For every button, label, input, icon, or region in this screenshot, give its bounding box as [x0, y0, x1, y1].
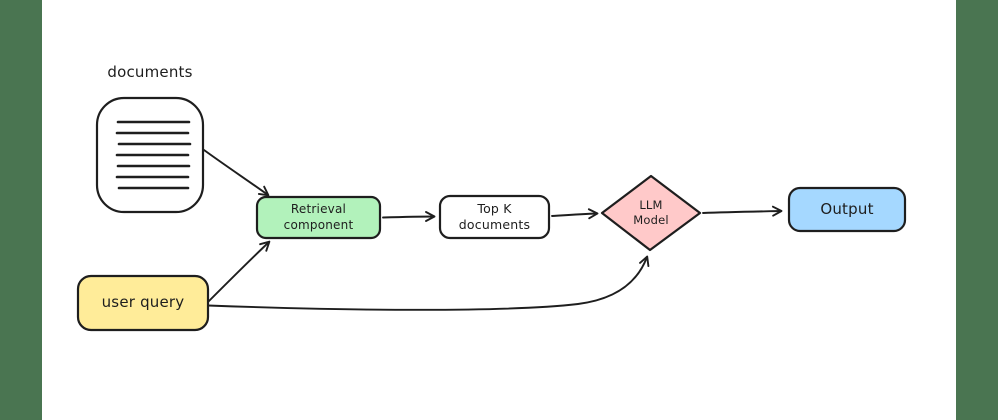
edge-top-k-to-llm: [551, 208, 599, 220]
node-user-query: [76, 274, 210, 332]
edge-retrieval-to-top-k: [382, 211, 436, 222]
documents-icon: [95, 96, 205, 214]
node-output: [787, 186, 907, 233]
edge-user-query-to-retrieval: [207, 240, 271, 303]
node-top-k-documents: [438, 194, 551, 240]
edge-llm-to-output: [702, 205, 783, 217]
edge-documents-to-retrieval: [203, 149, 270, 197]
left-side-panel: [0, 0, 42, 420]
node-llm-model: [600, 174, 702, 252]
edge-user-query-to-llm: [207, 255, 650, 311]
right-side-panel: [956, 0, 998, 420]
node-retrieval-component: [255, 195, 382, 240]
